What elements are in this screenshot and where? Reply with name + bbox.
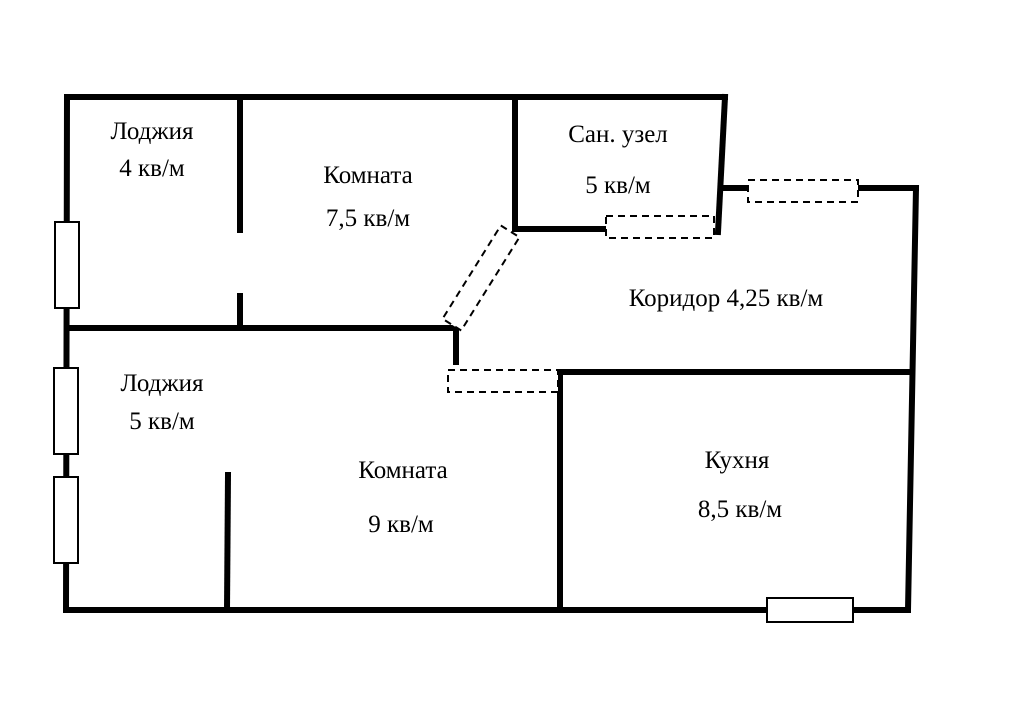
door-room-bottom bbox=[447, 369, 559, 393]
corridor-label: Коридор 4,25 кв/м bbox=[629, 285, 824, 312]
wall-loggia-bottom-divider bbox=[223, 471, 232, 614]
wall-right bbox=[904, 184, 920, 614]
door-corridor-entrance bbox=[747, 179, 859, 203]
bathroom-name: Сан. узел bbox=[568, 121, 668, 148]
room-labels: Лоджия 4 кв/м Комната 7,5 кв/м Сан. узел… bbox=[111, 118, 824, 538]
kitchen-area: 8,5 кв/м bbox=[698, 496, 782, 523]
door-room-top bbox=[441, 224, 521, 332]
window-loggia-bottom-upper bbox=[53, 367, 79, 455]
door-bathroom bbox=[605, 215, 715, 239]
windows bbox=[53, 221, 854, 623]
window-loggia-top bbox=[54, 221, 80, 309]
room-top-name: Комната bbox=[323, 162, 412, 189]
loggia-bottom-name: Лоджия bbox=[121, 370, 204, 397]
room-bottom-name: Комната bbox=[358, 457, 447, 484]
loggia-top-name: Лоджия bbox=[111, 118, 194, 145]
interior-walls bbox=[64, 94, 915, 614]
kitchen-name: Кухня bbox=[705, 447, 770, 474]
room-bottom-area: 9 кв/м bbox=[368, 511, 434, 538]
window-loggia-bottom-lower bbox=[53, 476, 79, 564]
window-kitchen bbox=[766, 597, 854, 623]
bathroom-area: 5 кв/м bbox=[585, 172, 651, 199]
loggia-top-area: 4 кв/м bbox=[119, 155, 185, 182]
wall-top-right bbox=[714, 93, 729, 236]
doors bbox=[441, 179, 859, 393]
loggia-bottom-area: 5 кв/м bbox=[129, 408, 195, 435]
outer-walls bbox=[62, 93, 920, 614]
room-top-area: 7,5 кв/м bbox=[326, 205, 410, 232]
